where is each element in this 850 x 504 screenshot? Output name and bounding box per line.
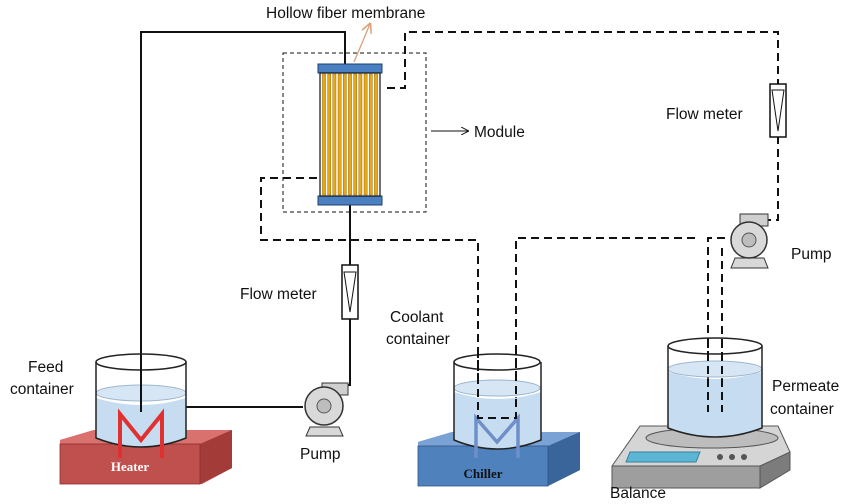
flow-meter-permeate	[769, 83, 787, 138]
flow-meter-feed	[341, 264, 359, 320]
heater-label: Heater	[111, 459, 149, 474]
hollow-fibers	[322, 73, 378, 196]
hollow-fiber	[363, 73, 368, 196]
feed-loop-lines	[140, 31, 351, 412]
permeate-container-label-line2: container	[770, 401, 834, 418]
pump-feed-label: Pump	[300, 446, 341, 463]
balance	[611, 425, 791, 489]
hollow-fiber-module	[317, 63, 383, 206]
permeate-container-label-line1: Permeate	[772, 378, 839, 395]
chiller-coil	[474, 413, 520, 458]
hollow-fiber	[369, 73, 373, 196]
submerged-lines	[477, 340, 723, 419]
hollow-fiber	[348, 73, 352, 196]
module-boundary	[282, 52, 427, 213]
feed-container-label-line2: container	[10, 381, 74, 398]
balance-label: Balance	[610, 485, 666, 502]
coolant-container-label-line1: Coolant	[390, 309, 444, 326]
hollow-fiber	[343, 73, 347, 196]
chiller-label: Chiller	[464, 466, 503, 481]
feed-container-label-line1: Feed	[28, 359, 63, 376]
hollow-fiber	[358, 73, 363, 196]
coolant-container	[453, 353, 542, 458]
membrane-pointer-arrow	[353, 24, 370, 63]
hollow-fiber	[374, 73, 378, 196]
hollow-fiber	[337, 73, 342, 196]
pump-permeate-label: Pump	[791, 246, 832, 263]
pump-feed	[304, 382, 349, 437]
flow-meter-top-label: Flow meter	[666, 106, 743, 123]
hollow-fiber	[327, 73, 332, 196]
heater-coil	[118, 408, 164, 458]
pump-permeate	[730, 213, 769, 269]
balance-display	[625, 451, 701, 463]
permeate-container	[667, 337, 763, 438]
coolant-container-label-line2: container	[386, 331, 450, 348]
hollow-fiber-membrane-label: Hollow fiber membrane	[266, 5, 425, 22]
module-label: Module	[474, 124, 525, 141]
hollow-fiber	[322, 73, 326, 196]
hollow-fiber	[332, 73, 337, 196]
module	[282, 24, 468, 213]
hollow-fiber	[353, 73, 358, 196]
flow-meter-feed-label: Flow meter	[240, 286, 317, 303]
